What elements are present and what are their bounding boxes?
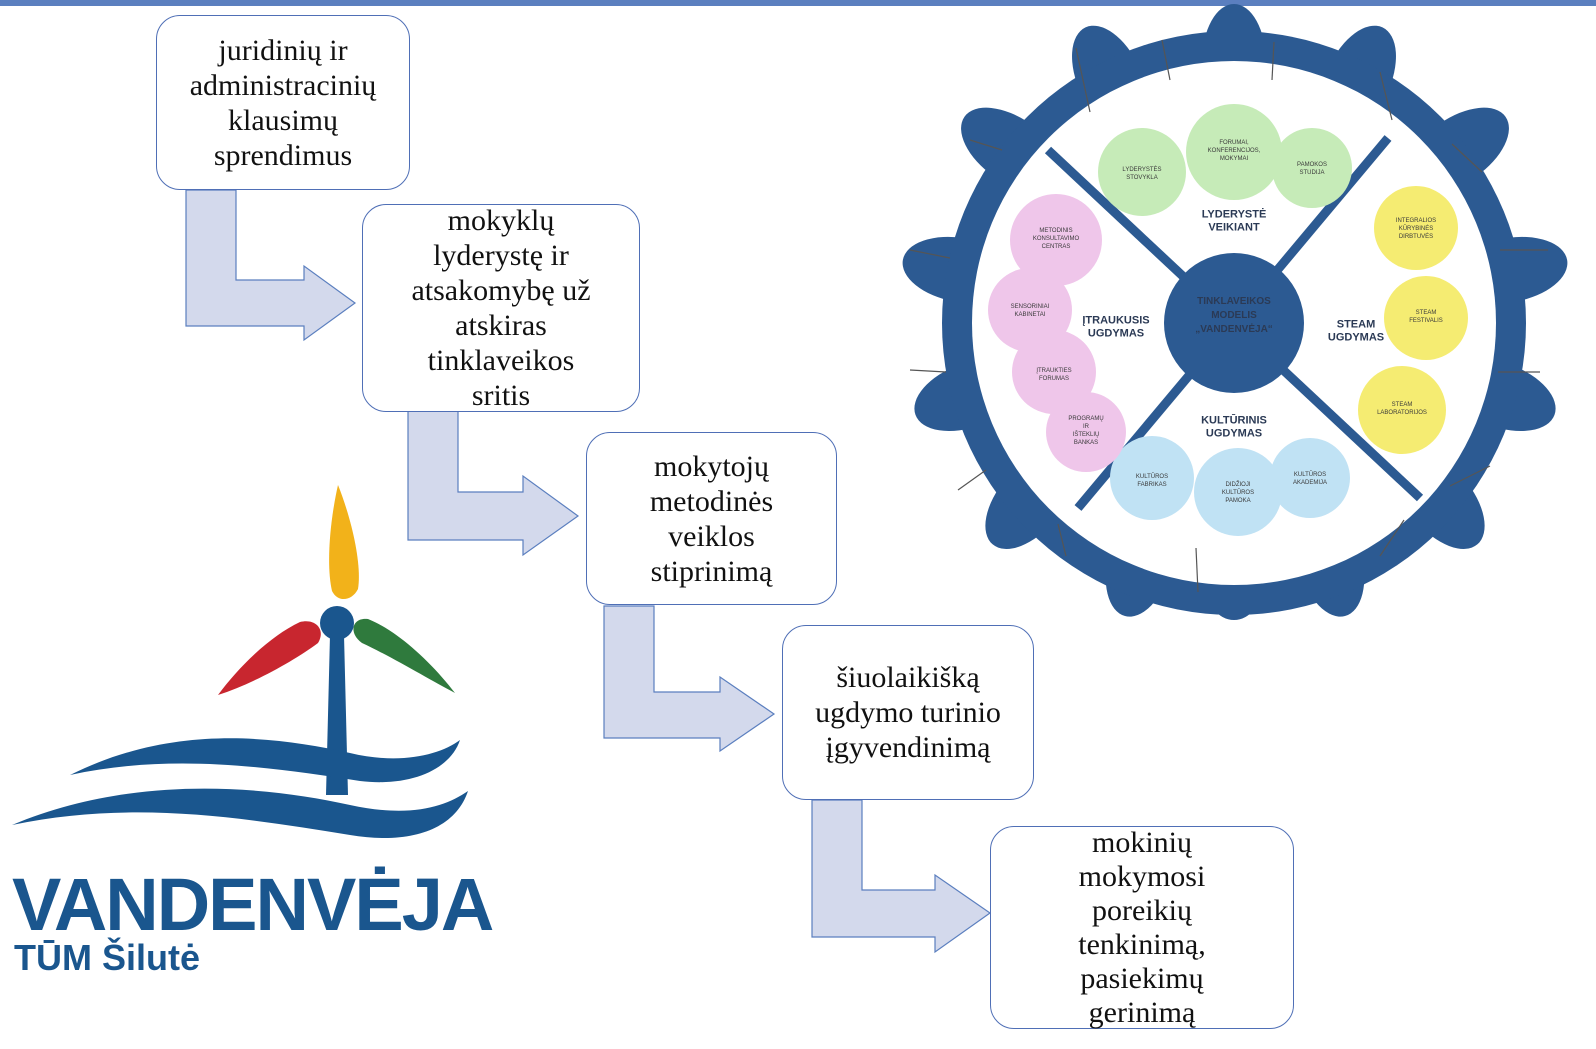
flow-step-leadership: mokyklų lyderystę ir atsakomybę už atski…	[362, 204, 640, 412]
bent-arrow-1	[185, 189, 357, 342]
turbine-hub	[320, 606, 354, 640]
wheel-center	[1164, 253, 1304, 393]
flow-step-legal-admin: juridinių ir administracinių klausimų sp…	[156, 15, 410, 190]
bent-arrow-2	[407, 386, 580, 557]
blade-yellow	[329, 485, 359, 600]
wave-top	[70, 738, 460, 783]
bent-arrow-3	[603, 605, 776, 753]
turbine-logo-icon	[12, 485, 468, 839]
top-border	[0, 0, 1596, 6]
blade-green	[353, 618, 455, 693]
flow-step-teachers: mokytojų metodinės veiklos stiprinimą	[586, 432, 837, 605]
flow-step-curriculum: šiuolaikišką ugdymo turinio įgyvendinimą	[782, 625, 1034, 800]
wave-bottom	[12, 788, 468, 839]
green-bubble-label: FORUMAI,KONFERENCIJOS,MOKYMAI	[1208, 140, 1261, 162]
bent-arrow-4	[811, 799, 992, 954]
logo-title: VANDENVĖJA	[12, 863, 494, 946]
blade-red	[218, 621, 321, 695]
flow-step-students: mokinių mokymosi poreikių tenkinimą, pas…	[990, 826, 1294, 1029]
logo-subtitle: TŪM Šilutė	[14, 937, 200, 978]
